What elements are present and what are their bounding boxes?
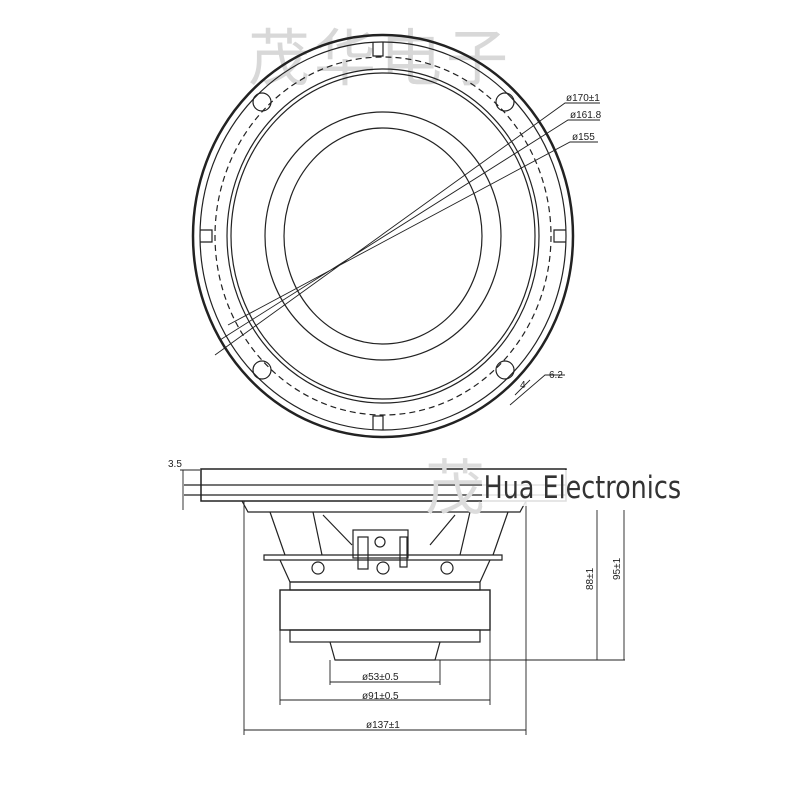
surround-outer (226, 68, 540, 404)
terminal-block (352, 529, 409, 559)
dim-flange-thickness: 3.5 (168, 459, 182, 470)
basket-lower (279, 559, 491, 583)
dim-outer-diameter: ø170±1 (566, 93, 600, 104)
mounting-hole (495, 360, 515, 380)
dashed-ring (214, 56, 552, 416)
pole-piece (329, 641, 441, 661)
magnet (279, 589, 491, 631)
dimension-lines (180, 469, 625, 735)
dust-cap (283, 127, 483, 345)
mounting-hole (252, 92, 272, 112)
rim-inner-line (199, 41, 567, 431)
bottom-plate (289, 629, 481, 643)
terminal (357, 536, 369, 570)
watermark-chinese-partial: 茂 (425, 454, 485, 524)
mounting-hole (252, 360, 272, 380)
hole-leader (509, 374, 565, 406)
vent-hole (376, 561, 390, 575)
top-plate (289, 581, 481, 591)
vent-hole (311, 561, 325, 575)
dim-inner-diameter: ø155 (572, 132, 595, 143)
vent-hole (440, 561, 454, 575)
dim-pole-diameter: ø53±0.5 (362, 672, 399, 683)
terminal-rivet (374, 536, 386, 548)
basket-ring (263, 554, 503, 561)
dim-hole-offset: 4 (520, 380, 526, 391)
dim-basket-diameter: ø137±1 (366, 720, 400, 731)
watermark-english: Hua Electronics (482, 470, 683, 506)
side-view (180, 468, 625, 735)
dim-magnet-diameter: ø91±0.5 (362, 691, 399, 702)
surround-outer2 (230, 72, 536, 400)
leader-lines (214, 102, 600, 356)
terminal (399, 536, 408, 568)
mounting-hole (495, 92, 515, 112)
cone-ring (264, 111, 502, 361)
dim-depth-a: 88±1 (585, 567, 596, 590)
notches (200, 42, 566, 430)
top-view (191, 33, 600, 439)
dim-hole: 6.2 (549, 370, 563, 381)
basket-top (241, 500, 527, 513)
dim-mid-diameter: ø161.8 (570, 110, 602, 121)
basket-ribs (269, 511, 509, 556)
outer-rim (191, 33, 575, 439)
dim-depth-b: 95±1 (612, 557, 623, 580)
